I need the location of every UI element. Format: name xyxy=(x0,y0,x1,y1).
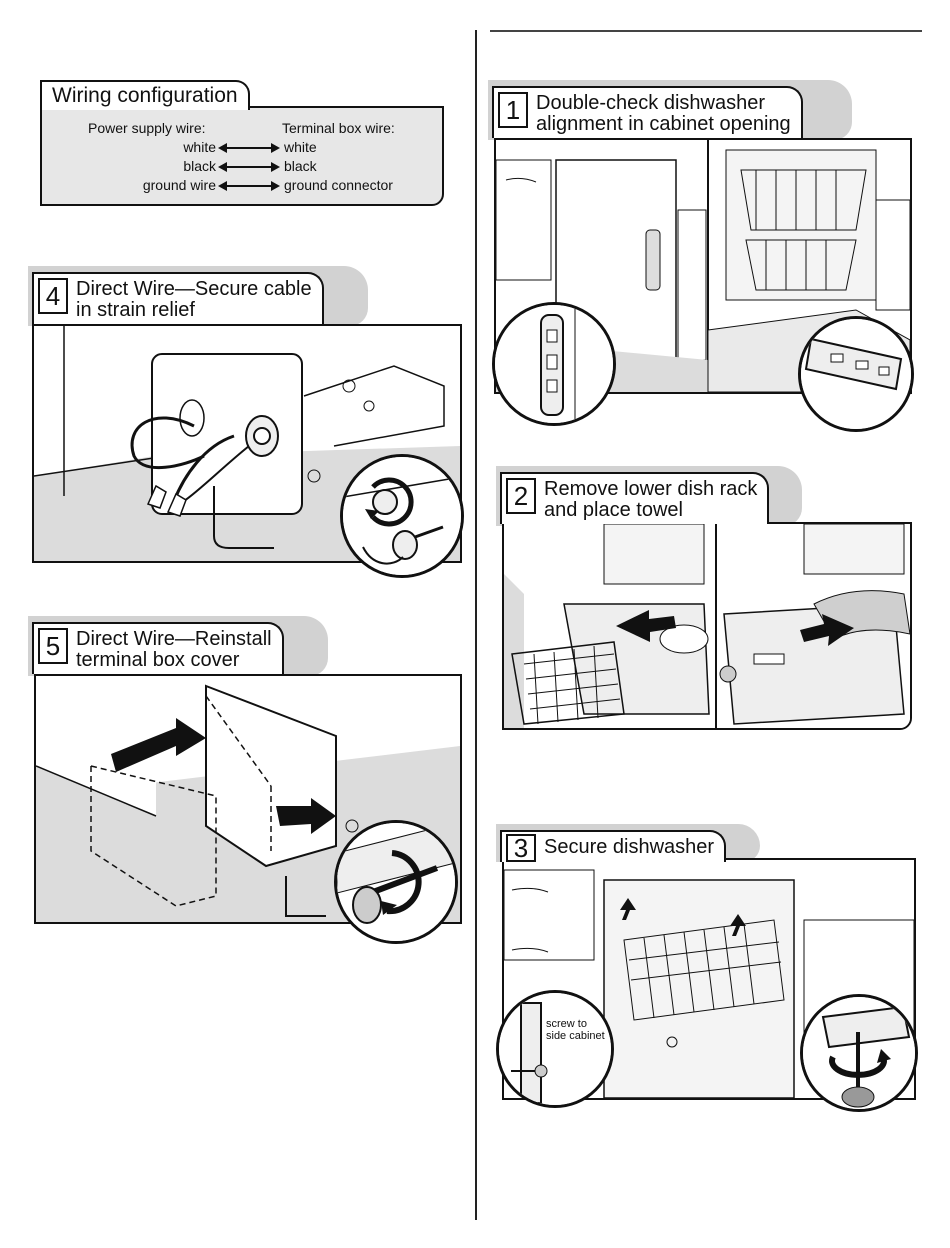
step-2-panel: 2 Remove lower dish rack and place towel xyxy=(496,466,912,732)
double-arrow-icon xyxy=(218,181,280,191)
terminal-wire-black: black xyxy=(284,158,317,174)
top-rule xyxy=(490,30,922,32)
step-3-header: 3 Secure dishwasher xyxy=(500,830,727,862)
step-3-callout: screw to side cabinet xyxy=(546,1018,605,1042)
step-1-detail-circle-left xyxy=(492,302,616,426)
step-4-detail-circle xyxy=(340,454,464,578)
step-4-number: 4 xyxy=(38,278,68,314)
step-3-number: 3 xyxy=(506,834,536,862)
step-2-number: 2 xyxy=(506,478,536,514)
step-3-detail-circle-left xyxy=(496,990,614,1108)
step-3-panel: screw to side cabinet 3 Secure dishwashe… xyxy=(496,824,920,1112)
step-1-detail-circle-right xyxy=(798,316,914,432)
wiring-configuration-box: Power supply wire: Terminal box wire: wh… xyxy=(34,72,446,206)
double-arrow-icon xyxy=(218,143,280,153)
step-2-illustration xyxy=(502,522,912,730)
step-3-detail-circle-right xyxy=(800,994,918,1112)
step-5-number: 5 xyxy=(38,628,68,664)
step-5-detail-circle xyxy=(334,820,458,944)
terminal-box-header: Terminal box wire: xyxy=(282,120,395,136)
step-4-panel: 4 Direct Wire—Secure cable in strain rel… xyxy=(28,266,464,578)
step-5-header: 5 Direct Wire—Reinstall terminal box cov… xyxy=(32,622,284,674)
power-wire-ground: ground wire xyxy=(142,177,216,193)
step-5-panel: 5 Direct Wire—Reinstall terminal box cov… xyxy=(28,616,462,944)
wiring-panel: Power supply wire: Terminal box wire: wh… xyxy=(40,106,444,206)
terminal-wire-ground: ground connector xyxy=(284,177,393,193)
step-1-title: Double-check dishwasher alignment in cab… xyxy=(536,92,791,135)
step-4-header: 4 Direct Wire—Secure cable in strain rel… xyxy=(32,272,324,324)
wiring-title: Wiring configuration xyxy=(40,80,250,110)
step-1-number: 1 xyxy=(498,92,528,128)
power-wire-black: black xyxy=(183,158,216,174)
power-wire-white: white xyxy=(183,139,216,155)
step-4-title: Direct Wire—Secure cable in strain relie… xyxy=(76,278,312,321)
double-arrow-icon xyxy=(218,162,280,172)
step-5-title: Direct Wire—Reinstall terminal box cover xyxy=(76,628,272,671)
step-2-header: 2 Remove lower dish rack and place towel xyxy=(500,472,770,524)
power-supply-header: Power supply wire: xyxy=(88,120,206,136)
step-1-panel: 1 Double-check dishwasher alignment in c… xyxy=(488,80,914,432)
step-2-title: Remove lower dish rack and place towel xyxy=(544,478,758,521)
step-5-illustration xyxy=(34,674,462,924)
terminal-wire-white: white xyxy=(284,139,317,155)
step-1-illustration xyxy=(494,138,912,394)
step-1-header: 1 Double-check dishwasher alignment in c… xyxy=(492,86,803,138)
step-3-title: Secure dishwasher xyxy=(544,836,715,858)
column-divider xyxy=(475,30,477,1220)
